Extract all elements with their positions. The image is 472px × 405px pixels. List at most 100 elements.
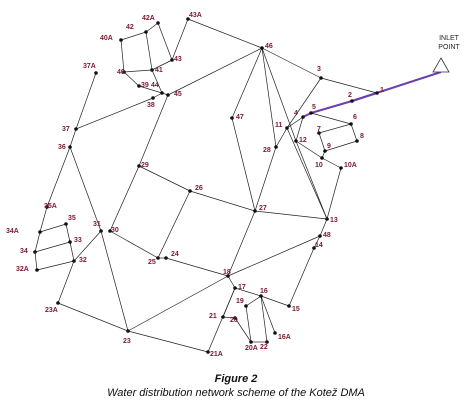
- node-31: [99, 229, 103, 233]
- pipe-1-3: [320, 77, 378, 94]
- pipe-26-27: [189, 190, 256, 212]
- node-label-43: 43: [174, 56, 182, 63]
- node-44: [160, 91, 164, 95]
- node-48: [318, 234, 322, 238]
- pipe-46-12: [261, 47, 297, 142]
- pipe-17-18: [227, 275, 236, 289]
- pipe-34A-34: [34, 231, 41, 253]
- nodes-layer: [33, 17, 379, 354]
- pipe-12-13: [295, 140, 328, 220]
- node-label-8: 8: [360, 133, 364, 140]
- node-label-15: 15: [292, 306, 300, 313]
- pipe-13-48: [319, 218, 328, 237]
- node-17: [233, 286, 237, 290]
- pipe-17-21: [222, 287, 236, 318]
- node-label-1: 1: [380, 87, 384, 94]
- pipe-4-11: [286, 116, 304, 129]
- node-label-13: 13: [330, 217, 338, 224]
- pipe-43-41: [151, 59, 173, 71]
- node-23A: [56, 301, 60, 305]
- node-label-10: 10: [315, 162, 323, 169]
- node-36: [68, 145, 72, 149]
- node-3: [319, 76, 323, 80]
- node-label-48: 48: [323, 232, 331, 239]
- pipe-41-44: [151, 69, 163, 94]
- node-label-43A: 43A: [189, 12, 202, 19]
- node-label-26: 26: [195, 185, 203, 192]
- node-39: [137, 84, 141, 88]
- pipe-36-31: [69, 146, 102, 232]
- node-28: [274, 145, 278, 149]
- node-41: [150, 68, 154, 72]
- node-1: [375, 91, 379, 95]
- node-24: [164, 256, 168, 260]
- node-label-37: 37: [62, 126, 70, 133]
- node-43A: [186, 17, 190, 21]
- node-11: [285, 126, 289, 130]
- node-label-3: 3: [317, 66, 321, 73]
- node-label-19: 19: [236, 298, 244, 305]
- node-25: [156, 256, 160, 260]
- node-label-33: 33: [74, 237, 82, 244]
- pipe-47-27: [231, 117, 256, 212]
- node-23: [126, 329, 130, 333]
- node-4: [301, 115, 305, 119]
- pipe-17-16: [234, 287, 262, 297]
- pipe-31-32: [73, 230, 102, 262]
- node-label-5: 5: [312, 104, 316, 111]
- node-label-11: 11: [275, 122, 283, 129]
- figure-caption-text: Water distribution network scheme of the…: [107, 387, 365, 399]
- pipe-36-35A: [46, 146, 71, 208]
- node-34A: [38, 230, 42, 234]
- node-label-35: 35: [68, 215, 76, 222]
- pipe-11-28: [275, 127, 288, 148]
- pipe-8-9: [324, 140, 358, 152]
- node-label-10A: 10A: [344, 162, 357, 169]
- node-label-37A: 37A: [83, 63, 96, 70]
- pipe-46-28: [261, 47, 277, 148]
- node-13: [325, 217, 329, 221]
- pipe-42-40A: [120, 31, 147, 41]
- node-45: [166, 93, 170, 97]
- node-label-2: 2: [348, 92, 352, 99]
- pipe-23-21A: [127, 330, 209, 353]
- pipe-29-30: [109, 165, 140, 232]
- inlet-point: INLET POINT: [432, 35, 460, 73]
- pipe-23-18: [127, 275, 229, 332]
- figure-caption: Figure 2 Water distribution network sche…: [0, 372, 472, 400]
- node-label-28: 28: [263, 147, 271, 154]
- pipe-3-46: [261, 47, 322, 79]
- node-21: [221, 315, 225, 319]
- pipe-34-32A: [34, 251, 38, 271]
- pipe-45-29: [138, 94, 169, 167]
- node-label-41: 41: [155, 67, 163, 74]
- node-9: [323, 149, 327, 153]
- pipe-27-13: [254, 210, 328, 220]
- node-label-38: 38: [147, 102, 155, 109]
- node-30: [108, 229, 112, 233]
- pipe-42-41: [145, 31, 153, 71]
- pipe-27-18: [227, 210, 256, 277]
- pipe-48-18: [227, 235, 321, 277]
- pipe-6-8: [350, 123, 358, 142]
- node-label-39: 39: [141, 82, 149, 89]
- pipe-10-10A: [321, 157, 342, 169]
- pipe-33-34: [34, 241, 71, 253]
- node-2: [350, 99, 354, 103]
- pipe-16-16A: [260, 295, 276, 334]
- node-40: [122, 70, 126, 74]
- node-label-20: 20: [230, 317, 238, 324]
- figure-title: Figure 2: [214, 373, 258, 385]
- node-label-36: 36: [58, 144, 66, 151]
- node-42A: [156, 21, 160, 25]
- pipe-23A-23: [57, 302, 129, 332]
- node-40A: [119, 38, 123, 42]
- node-33: [68, 240, 72, 244]
- pipe-24-18: [165, 257, 229, 277]
- node-35A: [45, 205, 49, 209]
- node-15: [287, 304, 291, 308]
- node-10A: [339, 166, 343, 170]
- pipe-30-25: [109, 230, 159, 259]
